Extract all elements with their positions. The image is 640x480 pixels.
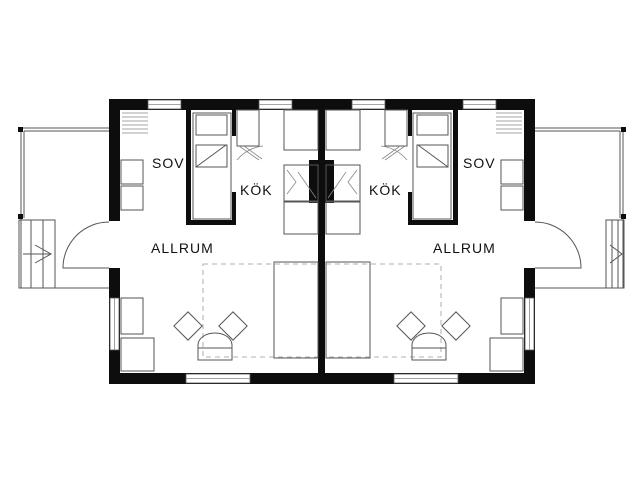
windows <box>109 99 535 384</box>
entry-doors <box>62 221 582 269</box>
right-sov-label: SOV <box>463 155 496 171</box>
left-veranda <box>18 127 109 289</box>
bedroom-partitions <box>186 110 458 225</box>
left-unit-furniture <box>120 109 319 372</box>
left-allrum-label: ALLRUM <box>151 240 214 256</box>
right-unit-furniture <box>325 109 524 372</box>
right-veranda <box>535 127 626 289</box>
central-wall <box>309 105 334 380</box>
right-allrum-label: ALLRUM <box>433 240 496 256</box>
right-kok-label: KÖK <box>369 181 402 198</box>
left-kok-label: KÖK <box>240 181 273 198</box>
left-sov-label: SOV <box>152 155 185 171</box>
